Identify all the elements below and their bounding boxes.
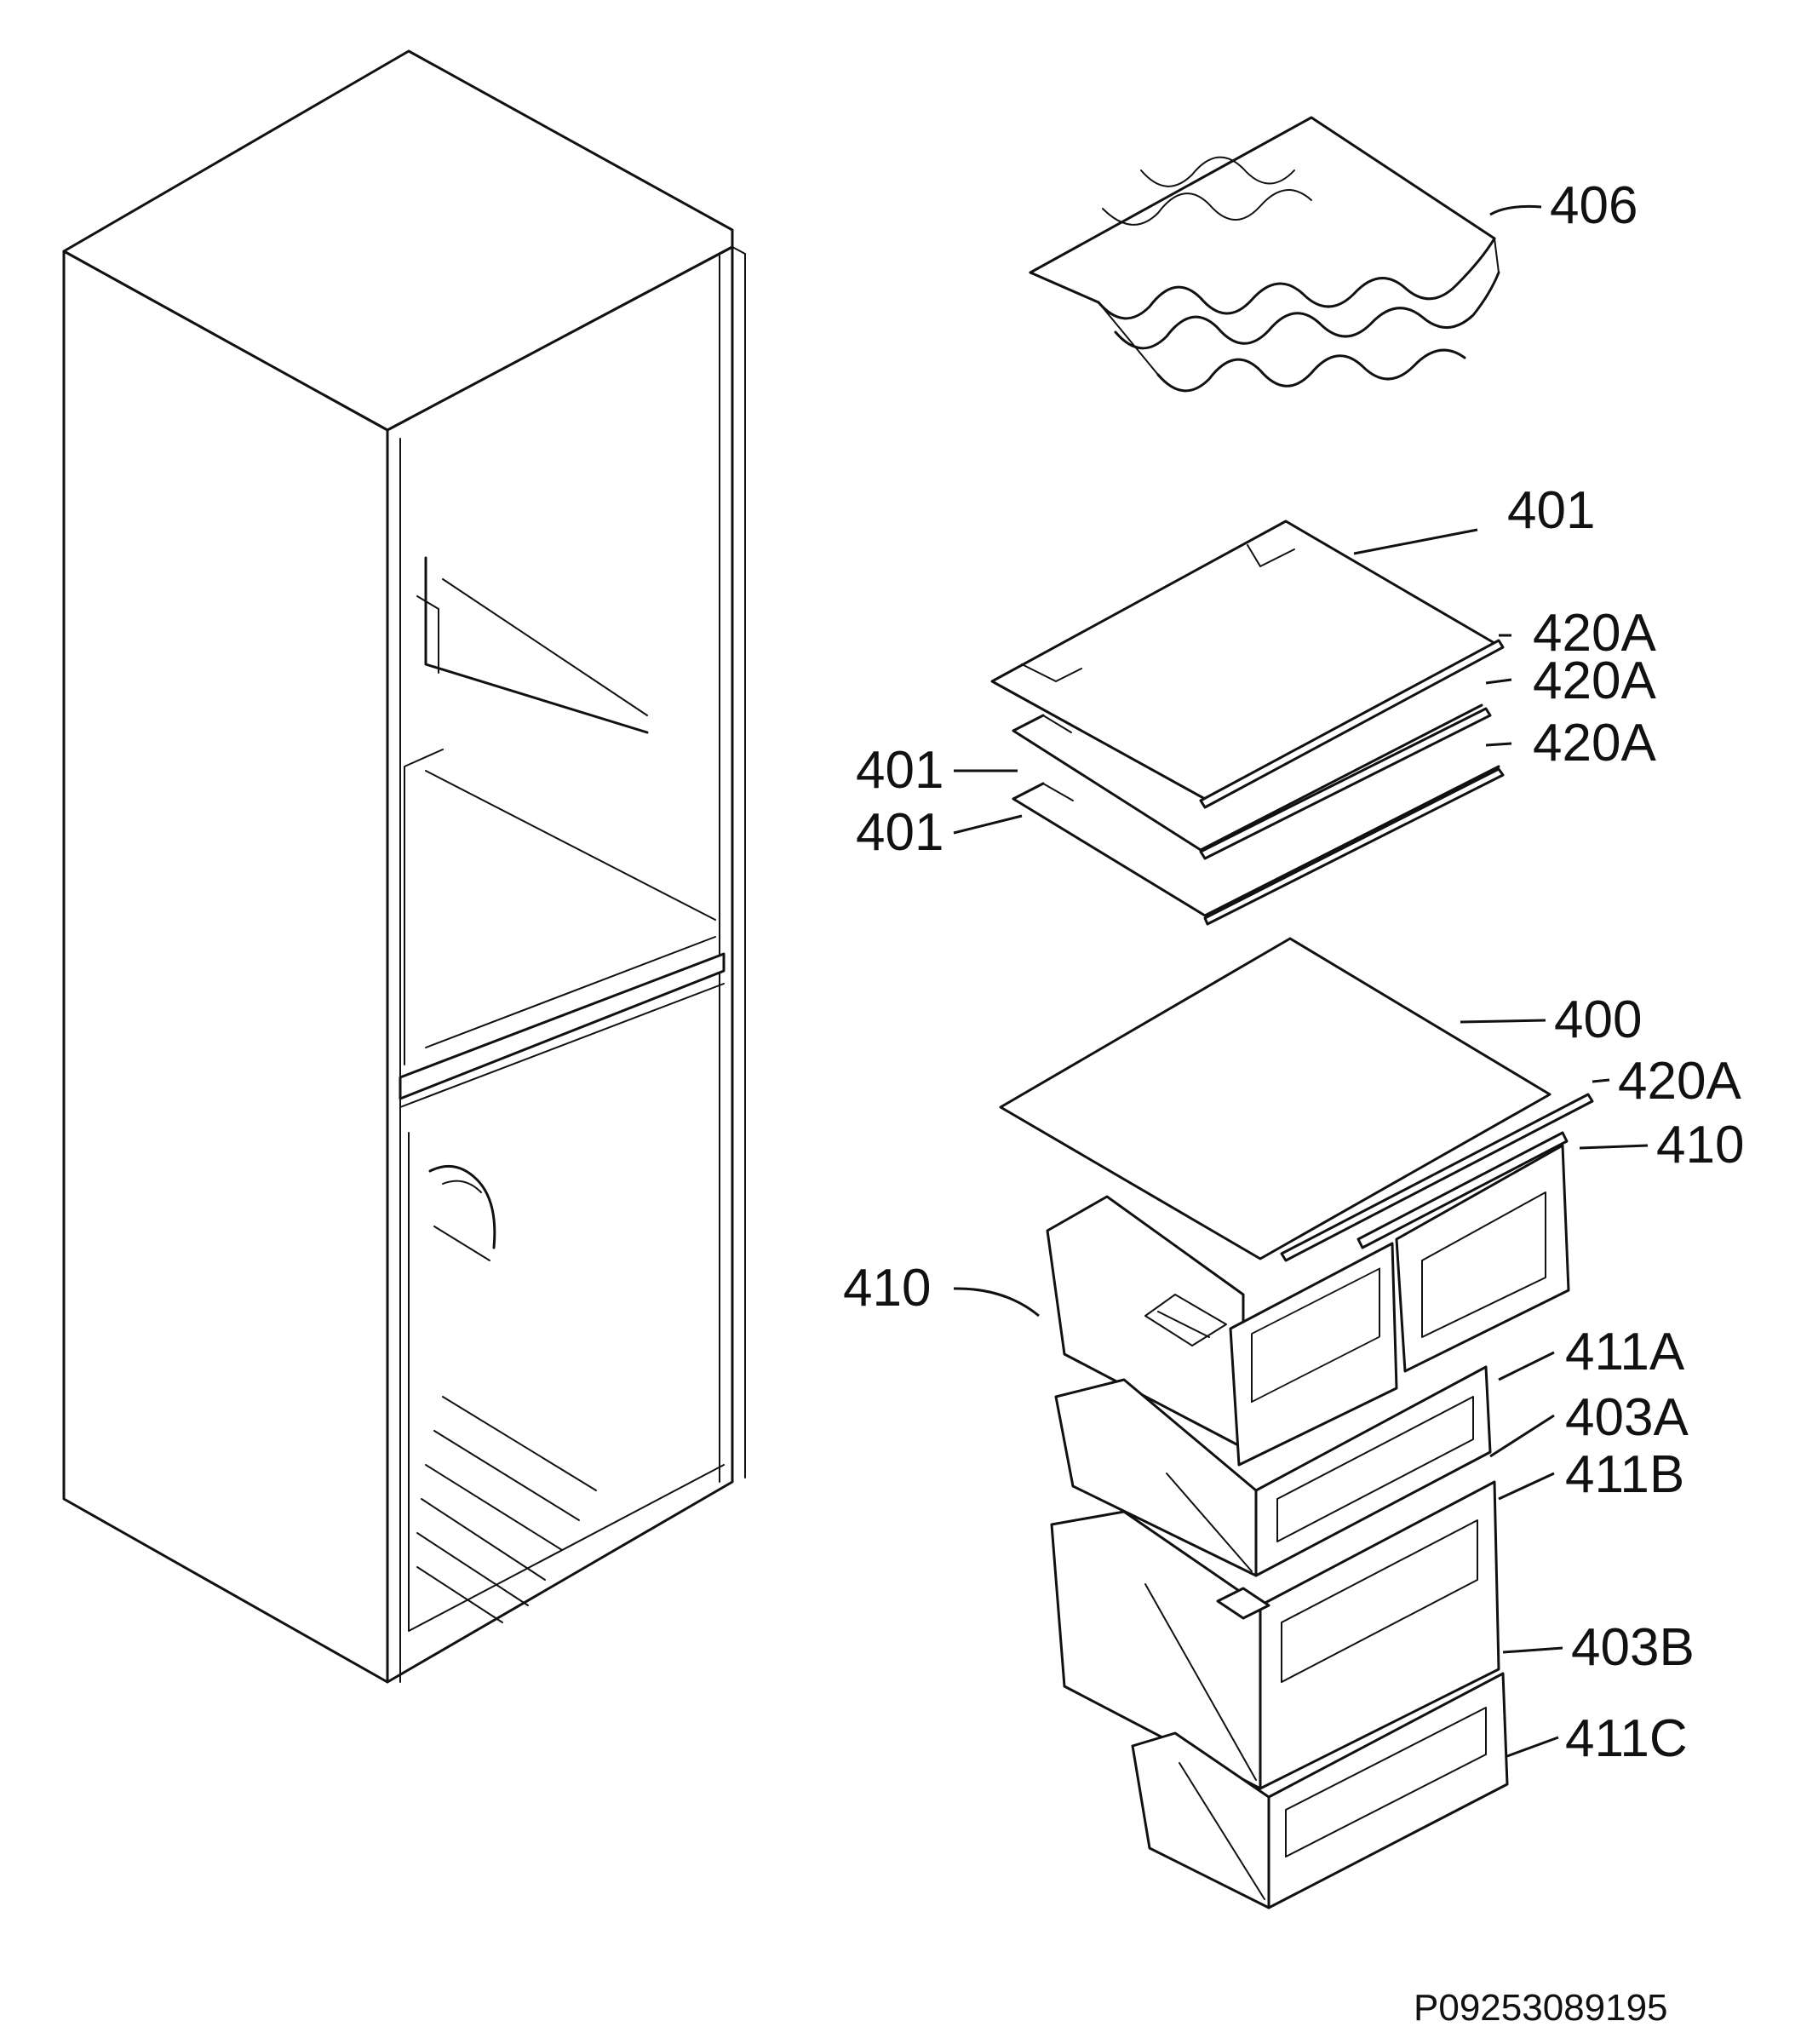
label-trim-3: 420A: [1533, 714, 1656, 772]
part-labels: 406 401 420A 420A 420A 401 401 400 420A …: [843, 176, 1744, 1768]
wine-rack: [1029, 116, 1500, 393]
shelf-trim-strips: [1199, 639, 1505, 926]
label-drawer-a-front: 403A: [1565, 1388, 1689, 1447]
leader-lines: [953, 204, 1649, 1758]
crisper-cover: [999, 937, 1594, 1262]
label-lower-shelf: 401: [856, 803, 944, 862]
crisper-drawer-right: [1356, 1131, 1570, 1373]
label-wine-rack: 406: [1550, 176, 1638, 235]
crisper-drawer-left: [1046, 1195, 1398, 1467]
glass-shelf-middle: [1012, 703, 1483, 852]
label-crisper-left: 410: [843, 1259, 931, 1318]
label-trim-2: 420A: [1533, 652, 1656, 710]
label-top-shelf: 401: [1507, 481, 1595, 540]
label-drawer-b-front: 403B: [1571, 1618, 1695, 1677]
label-trim-1: 420A: [1533, 604, 1656, 663]
label-drawer-c: 411C: [1565, 1709, 1688, 1768]
label-middle-shelf: 401: [856, 741, 944, 800]
glass-shelf-lower: [1012, 765, 1500, 917]
label-trim-4: 420A: [1618, 1052, 1741, 1111]
freezer-drawer-b: [1050, 1480, 1500, 1790]
label-crisper-right: 410: [1656, 1116, 1744, 1174]
label-drawer-b: 411B: [1565, 1445, 1684, 1504]
drawing-code: P09253089195: [1414, 1987, 1668, 2029]
refrigerator-cabinet: [62, 49, 746, 1684]
label-crisper-cover: 400: [1554, 990, 1642, 1049]
glass-shelf-top: [990, 520, 1500, 801]
freezer-drawer-a: [1054, 1365, 1492, 1577]
label-drawer-a: 411A: [1565, 1323, 1685, 1381]
freezer-drawer-c: [1131, 1672, 1509, 1909]
